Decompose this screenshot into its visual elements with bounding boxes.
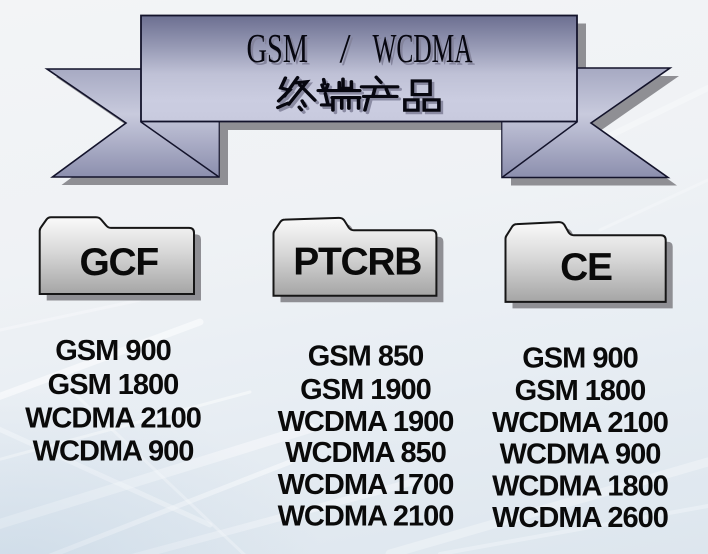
- svg-text:WCDMA: WCDMA: [375, 28, 475, 74]
- svg-text:WCDMA 1800: WCDMA 1800: [492, 470, 668, 502]
- svg-text:GSM 900: GSM 900: [522, 342, 638, 374]
- svg-text:WCDMA 2100: WCDMA 2100: [492, 407, 668, 439]
- svg-text:GSM: GSM: [249, 28, 310, 74]
- svg-text:CE: CE: [560, 246, 612, 289]
- svg-text:WCDMA 2600: WCDMA 2600: [492, 502, 668, 534]
- svg-text:GSM: GSM: [247, 25, 308, 71]
- svg-text:GSM 850: GSM 850: [308, 341, 424, 373]
- svg-text:WCDMA 2100: WCDMA 2100: [278, 501, 454, 533]
- svg-text:/: /: [340, 25, 352, 71]
- svg-text:GSM 1900: GSM 1900: [300, 374, 431, 406]
- svg-text:GSM 1800: GSM 1800: [48, 369, 179, 401]
- svg-text:WCDMA: WCDMA: [373, 25, 473, 71]
- svg-text:GSM 1800: GSM 1800: [515, 375, 646, 407]
- svg-text:WCDMA 900: WCDMA 900: [33, 436, 194, 468]
- svg-text:WCDMA 850: WCDMA 850: [285, 437, 446, 469]
- svg-text:WCDMA 1700: WCDMA 1700: [278, 469, 454, 501]
- svg-text:WCDMA 900: WCDMA 900: [500, 439, 661, 471]
- svg-text:/: /: [342, 28, 354, 74]
- svg-text:PTCRB: PTCRB: [293, 240, 421, 283]
- svg-text:WCDMA 2100: WCDMA 2100: [25, 403, 201, 435]
- svg-text:GSM 900: GSM 900: [55, 335, 171, 367]
- svg-text:GCF: GCF: [79, 241, 158, 284]
- svg-text:WCDMA 1900: WCDMA 1900: [278, 406, 454, 438]
